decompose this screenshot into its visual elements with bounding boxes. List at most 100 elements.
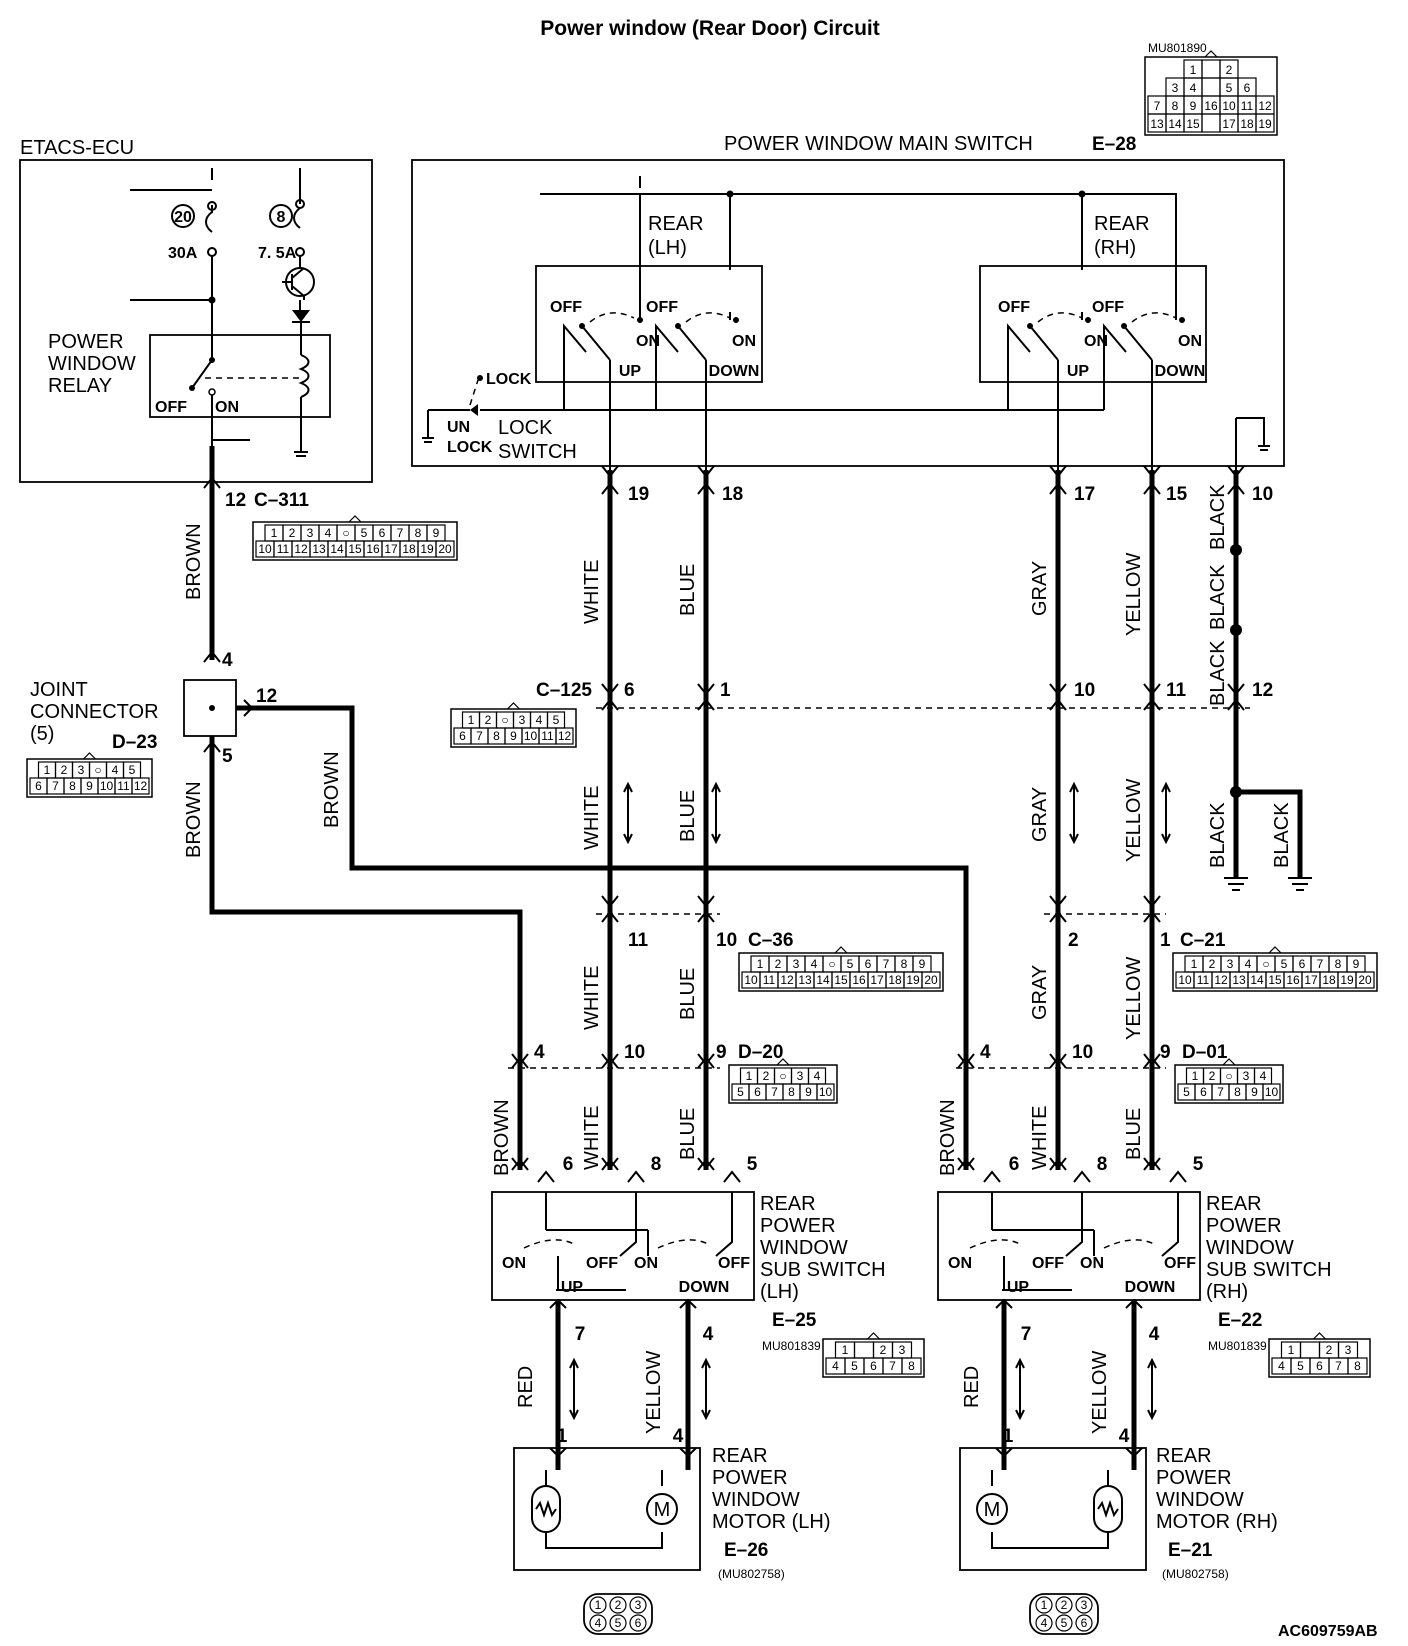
connector-outline (1172, 952, 1378, 992)
switch-off-label: OFF (1092, 299, 1124, 316)
pin-label: 6 (1009, 1154, 1020, 1175)
connector-arrow (1049, 482, 1067, 495)
connector-outline (728, 1064, 838, 1104)
connector-arrow (601, 683, 619, 696)
svg-text:WHITE: WHITE (581, 966, 603, 1030)
svg-text:MOTOR (LH): MOTOR (LH) (712, 1511, 831, 1533)
connector-arrow (601, 698, 619, 711)
svg-text:MOTOR (RH): MOTOR (RH) (1156, 1511, 1278, 1533)
svg-text:BLACK: BLACK (1207, 484, 1229, 550)
connector-pin: 2 (485, 713, 492, 727)
connector-d23-id: D–23 (112, 732, 157, 753)
connector-pin: 3 (1172, 81, 1179, 95)
connector-pin: 7 (1317, 957, 1324, 971)
svg-text:9: 9 (716, 1042, 727, 1063)
thermal-protector-icon (1093, 1485, 1123, 1533)
sub-switch-box (937, 1191, 1201, 1301)
svg-text:OFF: OFF (155, 399, 187, 416)
current-arrow (701, 1357, 711, 1421)
connector-pin: 8 (1335, 957, 1342, 971)
connector-pin: 2 (61, 763, 68, 777)
connector-outline (26, 758, 153, 798)
switch-off-label: OFF (586, 1255, 618, 1272)
connector-pin: 14 (1250, 973, 1264, 987)
switch-direction-label: UP (619, 363, 642, 380)
connector-arrow (1049, 1157, 1067, 1170)
connector-cell (1347, 1357, 1368, 1375)
svg-text:BROWN: BROWN (183, 781, 205, 858)
switch-blade (1123, 325, 1153, 361)
connector-pin: 17 (1222, 117, 1236, 131)
connector-pin: 6 (754, 1085, 761, 1099)
connector-pin: 4 (814, 1069, 821, 1083)
connector-pin: 4 (1278, 1359, 1285, 1373)
connector-pin: 4 (1245, 957, 1252, 971)
switch-blade (581, 325, 611, 361)
connector-arrow (983, 1170, 1001, 1183)
svg-text:1: 1 (1160, 930, 1171, 951)
connector-latch (1268, 946, 1282, 954)
connector-pin: 6 (1244, 81, 1251, 95)
connector-pin: 11 (541, 729, 554, 743)
svg-text:YELLOW: YELLOW (1123, 957, 1145, 1040)
svg-text:WHITE: WHITE (581, 1106, 603, 1170)
connector-pin: 5 (1061, 1616, 1068, 1630)
connector-pin: 15 (348, 542, 362, 556)
current-arrow (711, 781, 721, 845)
connector-arrow (511, 1056, 529, 1069)
svg-text:BLACK: BLACK (1207, 640, 1229, 706)
svg-text:GRAY: GRAY (1029, 965, 1051, 1020)
fuse-8-rating: 7. 5A (258, 245, 297, 262)
connector-pin: 8 (1354, 1359, 1361, 1373)
connector-arrow (627, 1170, 645, 1183)
svg-text:BLUE: BLUE (1123, 1108, 1145, 1160)
connector-arrow (601, 465, 619, 478)
switch-pivot (1027, 323, 1033, 329)
connector-pin: 14 (816, 973, 830, 987)
switch-up-label: UP (561, 1279, 584, 1296)
connector-arrow (1143, 895, 1161, 908)
connector-arrow (1143, 1158, 1161, 1171)
connector-pin-ring (629, 1596, 647, 1614)
switch-on-label: ON (634, 1255, 658, 1272)
connector-pin: 7 (52, 779, 59, 793)
switch-direction-label: UP (1067, 363, 1090, 380)
connector-arrow (1143, 1053, 1161, 1066)
connector-pin: 8 (1234, 1085, 1241, 1099)
connector-pin: 4 (1041, 1616, 1048, 1630)
connector-arrow (1143, 465, 1161, 478)
switch-throw (1131, 312, 1177, 323)
connector-pin: 17 (1304, 973, 1318, 987)
motor-wire (1001, 1300, 1137, 1470)
connector-arrow (1143, 683, 1161, 696)
connector-arrow (1049, 683, 1067, 696)
connector-latch (1204, 50, 1218, 58)
connector-pin: 2 (289, 526, 296, 540)
relay-coil (294, 354, 310, 457)
main-switch-code: E–28 (1092, 134, 1136, 155)
connector-pin-ring (589, 1614, 607, 1632)
connector-pin: 5 (553, 713, 560, 727)
svg-text:REAR: REAR (760, 1193, 816, 1215)
connector-arrow (697, 1053, 715, 1066)
connector-c36-id: C–36 (748, 930, 793, 951)
svg-text:BROWN: BROWN (321, 751, 343, 828)
connector-pin: 15 (1186, 117, 1200, 131)
connector-pin: 8 (493, 729, 500, 743)
connector-pin: 7 (889, 1359, 896, 1373)
connector-pin: 1 (1190, 63, 1197, 77)
switch-direction-label: DOWN (709, 363, 760, 380)
connector-pin: 9 (1251, 1085, 1258, 1099)
connector-arrow (1049, 1158, 1067, 1171)
connector-arrow (697, 698, 715, 711)
switch-contact (1179, 317, 1185, 323)
svg-text:POWER: POWER (760, 1215, 836, 1237)
connector-pin: 1 (842, 1343, 849, 1357)
pin-label: 4 (703, 1324, 714, 1345)
connector-pin: 3 (1345, 1343, 1352, 1357)
current-arrow (1147, 1357, 1157, 1421)
connector-cell (1201, 113, 1221, 133)
pin-label: 7 (575, 1324, 586, 1345)
